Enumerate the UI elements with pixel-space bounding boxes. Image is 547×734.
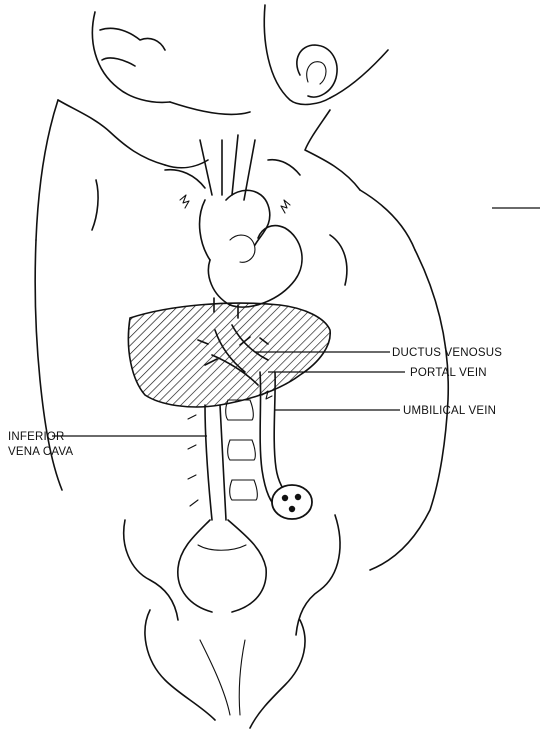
umbilical-cord-cross-section [272, 485, 312, 519]
ear [297, 45, 337, 97]
pelvis [124, 515, 340, 728]
label-ductus-venosus: DUCTUS VENOSUS [392, 347, 502, 359]
liver [128, 303, 330, 407]
head-outline [92, 5, 388, 114]
label-umbilical-vein: UMBILICAL VEIN [403, 405, 496, 417]
heart-and-great-vessels [165, 135, 302, 318]
label-inferior-vena-cava-line2: VENA CAVA [8, 446, 73, 458]
inferior-vena-cava [205, 405, 226, 520]
label-portal-vein: PORTAL VEIN [410, 367, 487, 379]
label-inferior-vena-cava-line1: INFERIOR [8, 431, 65, 443]
